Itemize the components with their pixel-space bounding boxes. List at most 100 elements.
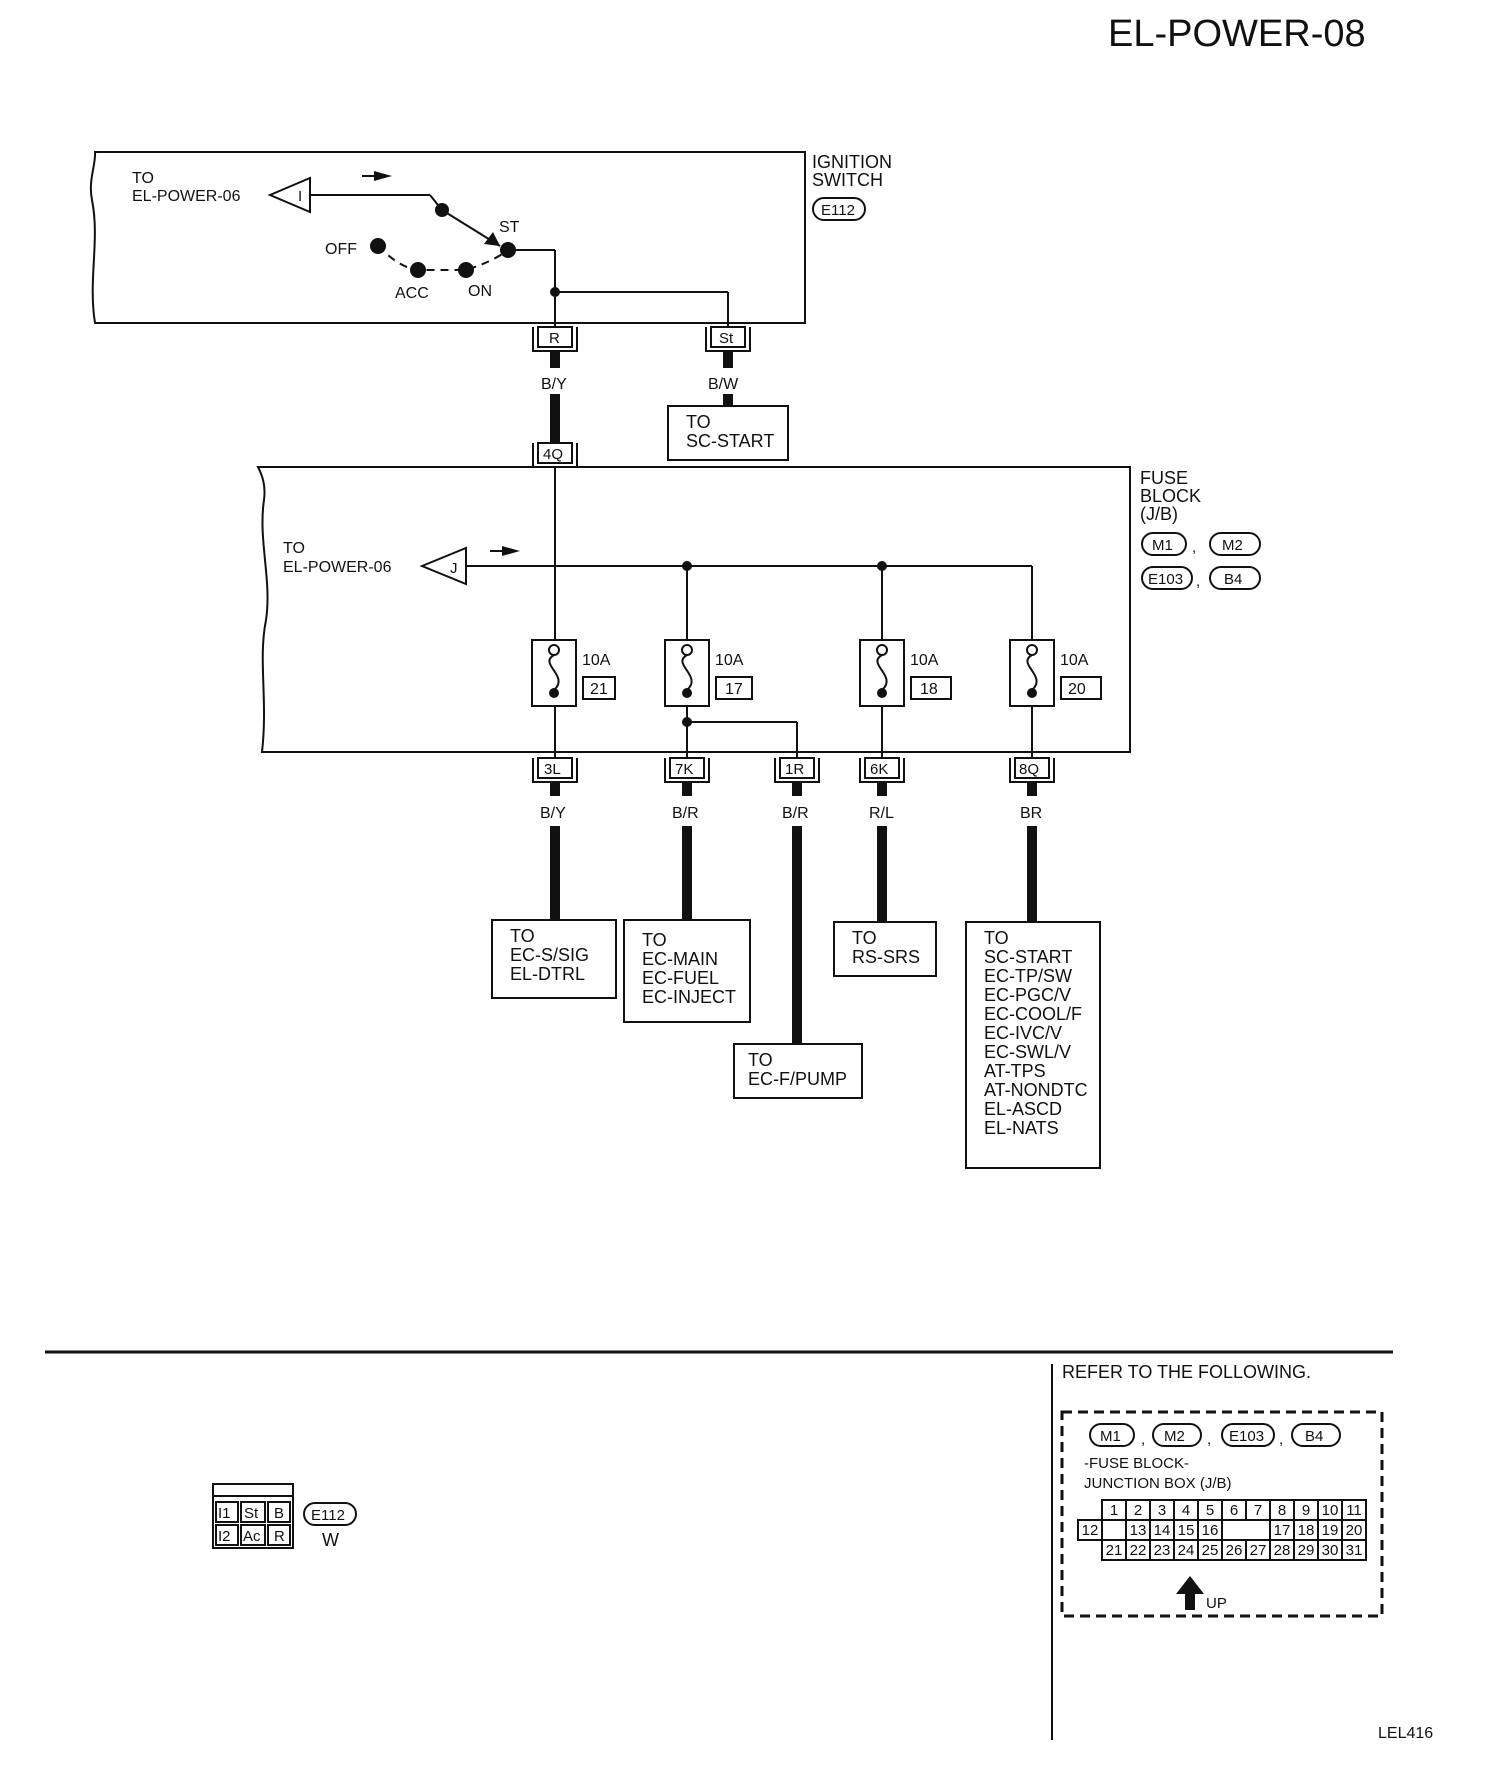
ref-arrow-j-icon <box>419 546 467 586</box>
ref-connector-m2: M2 <box>1164 1428 1185 1445</box>
page-title: EL-POWER-08 <box>1108 13 1366 55</box>
jb-cell-30: 30 <box>1322 1542 1339 1559</box>
connector-e112-label: E112 <box>821 202 855 219</box>
dest-5-line-4: EC-PGC/V <box>984 985 1071 1005</box>
fuse-21-rating: 10A <box>582 652 611 669</box>
fuse-17: 10A 17 <box>664 639 753 707</box>
jb-cell-31: 31 <box>1346 1542 1363 1559</box>
fuse-block-label-1: FUSE <box>1140 468 1188 488</box>
e112-face-color: W <box>322 1530 339 1550</box>
terminal-4q-label: 4Q <box>543 446 563 463</box>
dest-5-line-7: EC-SWL/V <box>984 1042 1071 1062</box>
e112-cell-r: R <box>274 1528 285 1545</box>
dest-2-line-4: EC-INJECT <box>642 987 736 1007</box>
dest-1-line-2: EC-S/SIG <box>510 945 589 965</box>
fuse-17-rating: 10A <box>715 652 744 669</box>
ignition-switch-label-1: IGNITION <box>812 152 892 172</box>
dest-5-line-9: AT-NONDTC <box>984 1080 1088 1100</box>
wire-color-6k: R/L <box>869 805 894 822</box>
reference-panel: REFER TO THE FOLLOWING. M1 , M2 , E103 ,… <box>1060 1362 1384 1618</box>
terminal-r-label: R <box>549 330 560 347</box>
jb-cell-5: 5 <box>1206 1502 1214 1519</box>
up-label: UP <box>1206 1595 1227 1612</box>
wire-color-3l: B/Y <box>540 805 566 822</box>
dest-2-line-3: EC-FUEL <box>642 968 719 988</box>
dest-5-line-6: EC-IVC/V <box>984 1023 1062 1043</box>
jb-cell-22: 22 <box>1130 1542 1147 1559</box>
jb-cell-1: 1 <box>1110 1502 1118 1519</box>
jb-cell-7: 7 <box>1254 1502 1262 1519</box>
connector-b4-badge <box>1209 566 1261 590</box>
fuse-21-number: 21 <box>590 681 608 698</box>
dest-5-line-5: EC-COOL/F <box>984 1004 1082 1024</box>
e112-cell-b: B <box>274 1505 284 1522</box>
dest-box-ec-main: TO EC-MAIN EC-FUEL EC-INJECT <box>623 919 751 1023</box>
terminal-3l-label: 3L <box>544 761 561 778</box>
dest-4-line-1: TO <box>852 928 877 948</box>
pos-label-acc: ACC <box>395 285 429 302</box>
jb-cell-12: 12 <box>1082 1522 1099 1539</box>
e112-cell-st: St <box>244 1505 259 1522</box>
jb-cell-8: 8 <box>1278 1502 1286 1519</box>
terminal-st-label: St <box>719 330 734 347</box>
switch-pos-on <box>458 262 474 278</box>
fuse-block: FUSE BLOCK (J/B) M1 , M2 E103 , B4 TO EL… <box>256 466 1261 753</box>
jb-cell-3: 3 <box>1158 1502 1166 1519</box>
jb-cell-19: 19 <box>1322 1522 1339 1539</box>
jb-cell-28: 28 <box>1274 1542 1291 1559</box>
jb-cell-10: 10 <box>1322 1502 1339 1519</box>
ref-connector-e103: E103 <box>1229 1428 1264 1445</box>
ign-ref-page: EL-POWER-06 <box>132 188 241 205</box>
dest-5-line-3: EC-TP/SW <box>984 966 1072 986</box>
connector-e103-label: E103 <box>1148 571 1183 588</box>
fuse-20-rating: 10A <box>1060 652 1089 669</box>
dest-5-line-10: EL-ASCD <box>984 1099 1062 1119</box>
fuse-block-label-2: BLOCK <box>1140 486 1201 506</box>
e112-face-connector: E112 <box>311 1507 345 1524</box>
ref-connector-b4: B4 <box>1305 1428 1323 1445</box>
ref-symbol-i: I <box>298 188 302 205</box>
jb-grid-cell <box>1341 1539 1367 1561</box>
reference-title: REFER TO THE FOLLOWING. <box>1062 1362 1311 1382</box>
ignition-switch-label-2: SWITCH <box>812 170 883 190</box>
terminal-8q-label: 8Q <box>1019 761 1039 778</box>
jb-cell-25: 25 <box>1202 1542 1219 1559</box>
out-terminal-3l: 3L B/Y <box>532 757 578 822</box>
wire-color-1r: B/R <box>782 805 809 822</box>
connector-m2-badge <box>1209 532 1261 556</box>
dest-5-line-11: EL-NATS <box>984 1118 1059 1138</box>
fuse-18-number: 18 <box>920 681 938 698</box>
jb-cell-6: 6 <box>1230 1502 1238 1519</box>
jb-cell-14: 14 <box>1154 1522 1171 1539</box>
jb-cell-9: 9 <box>1302 1502 1310 1519</box>
jb-cell-24: 24 <box>1178 1542 1195 1559</box>
dest-box-sc-start-top: TO SC-START <box>667 405 789 461</box>
jb-terminal-4q: 4Q <box>532 442 578 468</box>
jb-cell-23: 23 <box>1154 1542 1171 1559</box>
dest-sc-start-top-line-1: TO <box>686 412 711 432</box>
svg-text:,: , <box>1279 1431 1283 1448</box>
svg-text:,: , <box>1196 573 1200 590</box>
dest-sc-start-top-line-2: SC-START <box>686 431 774 451</box>
jb-cell-17: 17 <box>1274 1522 1291 1539</box>
switch-arrow-icon <box>484 232 500 246</box>
svg-text:,: , <box>1192 539 1196 556</box>
out-terminal-6k: 6K R/L <box>859 757 905 822</box>
e112-cell-i2: I2 <box>218 1528 231 1545</box>
connector-m1-badge <box>1141 532 1187 556</box>
dest-1-line-3: EL-DTRL <box>510 964 585 984</box>
out-terminal-7k: 7K B/R <box>664 757 710 822</box>
dest-3-line-1: TO <box>748 1050 773 1070</box>
connector-e103-badge <box>1141 566 1193 590</box>
jb-ref-page: EL-POWER-06 <box>283 559 392 576</box>
figure-code: LEL416 <box>1378 1725 1433 1742</box>
dest-1-line-1: TO <box>510 926 535 946</box>
dest-4-line-2: RS-SRS <box>852 947 920 967</box>
ign-ref-to: TO <box>132 170 154 187</box>
connector-e112-badge <box>812 197 866 221</box>
jb-cell-21: 21 <box>1106 1542 1123 1559</box>
flow-arrow-icon <box>374 171 392 181</box>
dest-box-ec-s-sig: TO EC-S/SIG EL-DTRL <box>491 919 617 999</box>
svg-text:,: , <box>1141 1431 1145 1448</box>
